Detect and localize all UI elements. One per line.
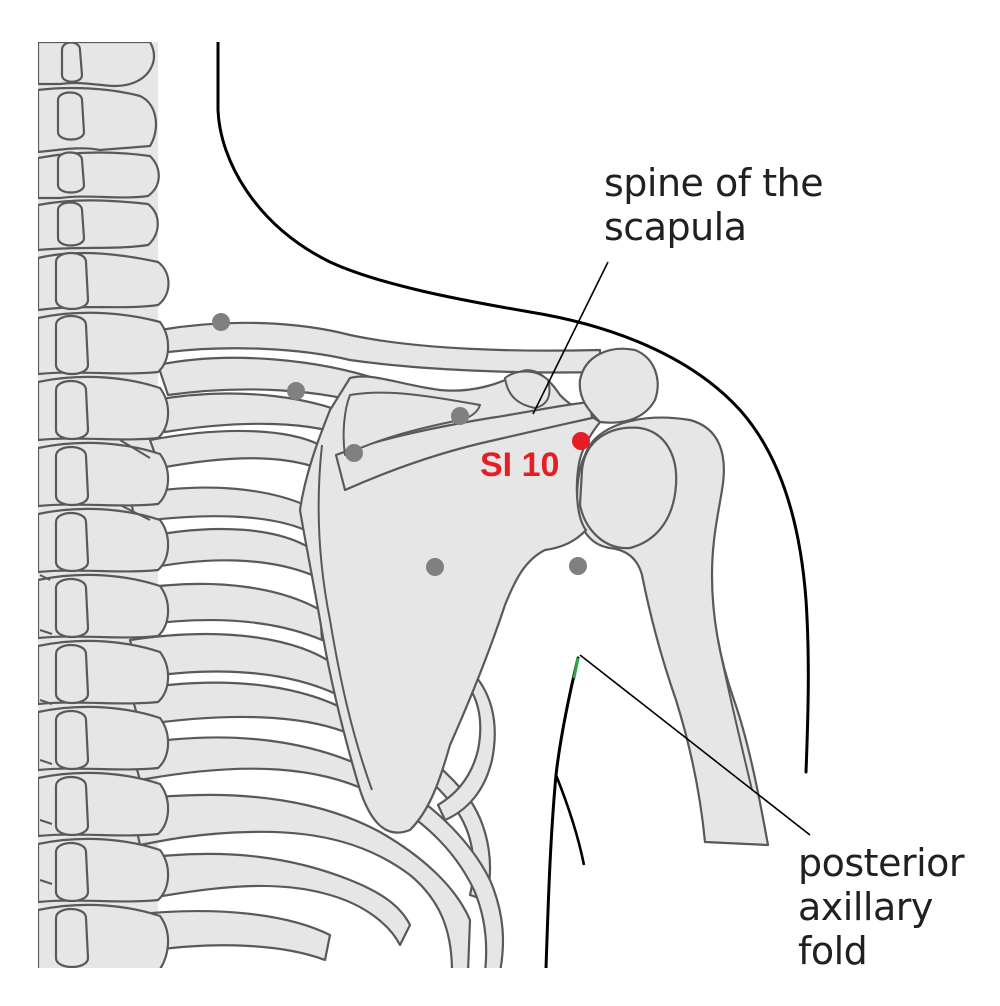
si10-label: SI 10 bbox=[480, 446, 560, 484]
posterior-axillary-fold-label: posterior axillary fold bbox=[798, 841, 965, 973]
marker-dot bbox=[569, 557, 587, 575]
body-outline-neck-shoulder bbox=[216, 42, 810, 774]
label-line: fold bbox=[798, 929, 868, 973]
scapula-medial-border bbox=[317, 444, 373, 791]
axillary-fold-tick bbox=[572, 657, 580, 679]
marker-dot bbox=[287, 382, 305, 400]
label-line: posterior bbox=[798, 841, 965, 885]
coracoid bbox=[504, 370, 551, 409]
marker-dot bbox=[451, 407, 469, 425]
axillary-leader-line bbox=[579, 654, 811, 836]
marker-dot bbox=[345, 444, 363, 462]
marker-dot bbox=[426, 558, 444, 576]
axillary-fold-outline bbox=[544, 656, 580, 968]
spine-of-scapula-label: spine of the scapula bbox=[604, 161, 824, 249]
arm-fold-line bbox=[554, 774, 586, 866]
si10-point-marker bbox=[572, 432, 590, 450]
humeral-head bbox=[578, 426, 678, 550]
humerus-shaft-line bbox=[717, 639, 753, 791]
acromion bbox=[578, 347, 659, 424]
label-line: scapula bbox=[604, 205, 747, 249]
reference-markers bbox=[212, 313, 587, 576]
label-line: spine of the bbox=[604, 161, 824, 205]
label-line: axillary bbox=[798, 885, 933, 929]
transverse-processes bbox=[39, 439, 151, 885]
marker-dot bbox=[212, 313, 230, 331]
spine-leader-line bbox=[532, 261, 609, 415]
spinous-processes bbox=[54, 42, 90, 968]
